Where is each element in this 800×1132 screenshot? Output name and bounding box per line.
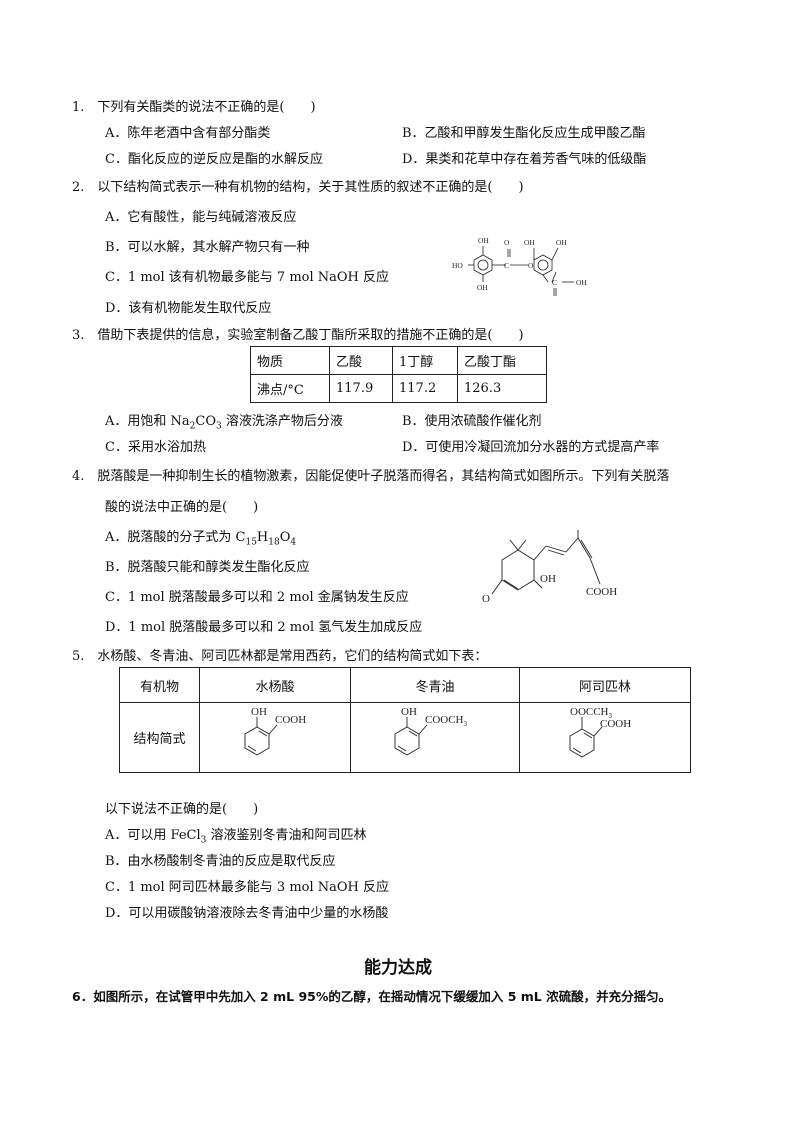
q2-struct-label: O (528, 261, 534, 270)
q4-abscisic-acid-structure: OH O COOH (482, 530, 617, 605)
struct-label: OOCCH (570, 706, 609, 718)
q5-stem: 5. 水杨酸、冬青油、阿司匹林都是常用西药，它们的结构简式如下表： (72, 649, 488, 664)
q5-option-a: A．可以用 FeCl3 溶液鉴别冬青油和阿司匹林 (105, 828, 367, 846)
table-header-cell: 水杨酸 (199, 667, 351, 703)
table-cell: 117.9 (329, 374, 393, 403)
q2-stem: 2. 以下结构简式表示一种有机物的结构，关于其性质的叙述不正确的是( ) (72, 180, 524, 195)
q4-stem-line2: 酸的说法中正确的是( ) (105, 500, 259, 515)
struct-label: OH (401, 706, 417, 718)
table-cell: OH COOH (199, 702, 351, 773)
q4-struct-cooh: COOH (586, 586, 617, 598)
q1-option-a: A．陈年老酒中含有部分酯类 (105, 126, 271, 141)
q2-option-c: C．1 mol 该有机物最多能与 7 mol NaOH 反应 (105, 270, 390, 285)
q4-option-d: D．1 mol 脱落酸最多可以和 2 mol 氢气发生加成反应 (105, 620, 423, 635)
table-header-cell: 阿司匹林 (519, 667, 691, 703)
q3-option-b: B．使用浓硫酸作催化剂 (402, 414, 542, 429)
struct-label: COOH (275, 714, 306, 726)
section-heading: 能力达成 (364, 958, 432, 978)
q3-option-c: C．采用水浴加热 (105, 440, 206, 455)
table-cell: OH COOCH3 (350, 702, 520, 773)
q2-option-b: B．可以水解，其水解产物只有一种 (105, 240, 310, 255)
table-header-cell: 物质 (250, 346, 330, 375)
table-header-cell: 乙酸丁酯 (457, 346, 547, 375)
q2-struct-label: OH (524, 238, 535, 247)
wintergreen-oil-structure: OH COOCH3 (394, 706, 468, 756)
q4-struct-oh: OH (540, 573, 556, 585)
q1-option-d: D．果类和花草中存在着芳香气味的低级酯 (402, 152, 647, 167)
q1-option-c: C．酯化反应的逆反应是酯的水解反应 (105, 152, 323, 167)
q3-option-d: D．可使用冷凝回流加分水器的方式提高产率 (402, 440, 660, 455)
aspirin-structure: OOCCH3 COOH (569, 706, 631, 758)
struct-label: COOCH (425, 714, 464, 726)
table-header-cell: 冬青油 (350, 667, 520, 703)
q4-option-c: C．1 mol 脱落酸最多可以和 2 mol 金属钠发生反应 (105, 590, 409, 605)
q2-struct-label: OH (478, 236, 489, 245)
q5-option-d: D．可以用碳酸钠溶液除去冬青油中少量的水杨酸 (105, 906, 389, 921)
table-cell: OOCCH3 COOH (519, 702, 691, 773)
q4-option-a: A．脱落酸的分子式为 C15H18O4 (105, 530, 297, 548)
q2-option-d: D．该有机物能发生取代反应 (105, 301, 272, 316)
q1-stem: 1. 下列有关酯类的说法不正确的是( ) (72, 100, 316, 115)
q6-stem: 6．如图所示，在试管甲中先加入 2 mL 95%的乙醇，在摇动情况下缓缓加入 5… (72, 989, 672, 1004)
q2-struct-label: C (504, 261, 509, 270)
table-header-cell: 乙酸 (329, 346, 393, 375)
q1-option-b: B．乙酸和甲醇发生酯化反应生成甲酸乙酯 (402, 126, 646, 141)
q2-struct-label: OH (477, 283, 488, 292)
table-header-cell: 1丁醇 (392, 346, 458, 375)
q2-struct-label: O (504, 238, 510, 247)
svg-text:COOCH3: COOCH3 (425, 714, 468, 728)
q2-struct-label: OH (576, 278, 587, 287)
svg-text:OOCCH3: OOCCH3 (570, 706, 613, 720)
salicylic-acid-structure: OH COOH (244, 706, 306, 756)
q3-stem: 3. 借助下表提供的信息，实验室制备乙酸丁酯所采取的措施不正确的是( ) (72, 328, 524, 343)
table-header-cell: 有机物 (119, 667, 200, 703)
table-cell: 126.3 (457, 374, 547, 403)
table-row-label: 结构简式 (119, 702, 200, 773)
q2-struct-label: OH (556, 238, 567, 247)
q2-option-a: A．它有酸性，能与纯碱溶液反应 (105, 210, 297, 225)
q4-stem-line1: 4. 脱落酸是一种抑制生长的植物激素，因能促使叶子脱落而得名，其结构简式如图所示… (72, 469, 670, 484)
q3-boiling-point-table: 物质 乙酸 1丁醇 乙酸丁酯 沸点/°C 117.9 117.2 126.3 (250, 346, 547, 403)
q3-option-a: A．用饱和 Na2CO3 溶液洗涤产物后分液 (105, 414, 343, 432)
table-cell: 117.2 (392, 374, 458, 403)
struct-label: 3 (609, 712, 613, 720)
q2-structure-diagram: OH HO OH O C O OH OH C OH (452, 236, 587, 296)
q5-option-c: C．1 mol 阿司匹林最多能与 3 mol NaOH 反应 (105, 880, 390, 895)
q5-option-b: B．由水杨酸制冬青油的反应是取代反应 (105, 854, 336, 869)
q2-struct-label: HO (452, 261, 463, 270)
struct-label: OH (251, 706, 267, 718)
q5-structure-table: 有机物 水杨酸 冬青油 阿司匹林 结构简式 OH COOH (119, 667, 691, 773)
struct-label: COOH (600, 718, 631, 730)
q2-struct-label: C (552, 278, 557, 287)
q4-struct-o: O (482, 593, 490, 605)
q5-lead: 以下说法不正确的是( ) (105, 802, 259, 817)
q4-option-b: B．脱落酸只能和醇类发生酯化反应 (105, 560, 310, 575)
struct-label: 3 (464, 720, 468, 728)
table-cell: 沸点/°C (250, 374, 330, 403)
